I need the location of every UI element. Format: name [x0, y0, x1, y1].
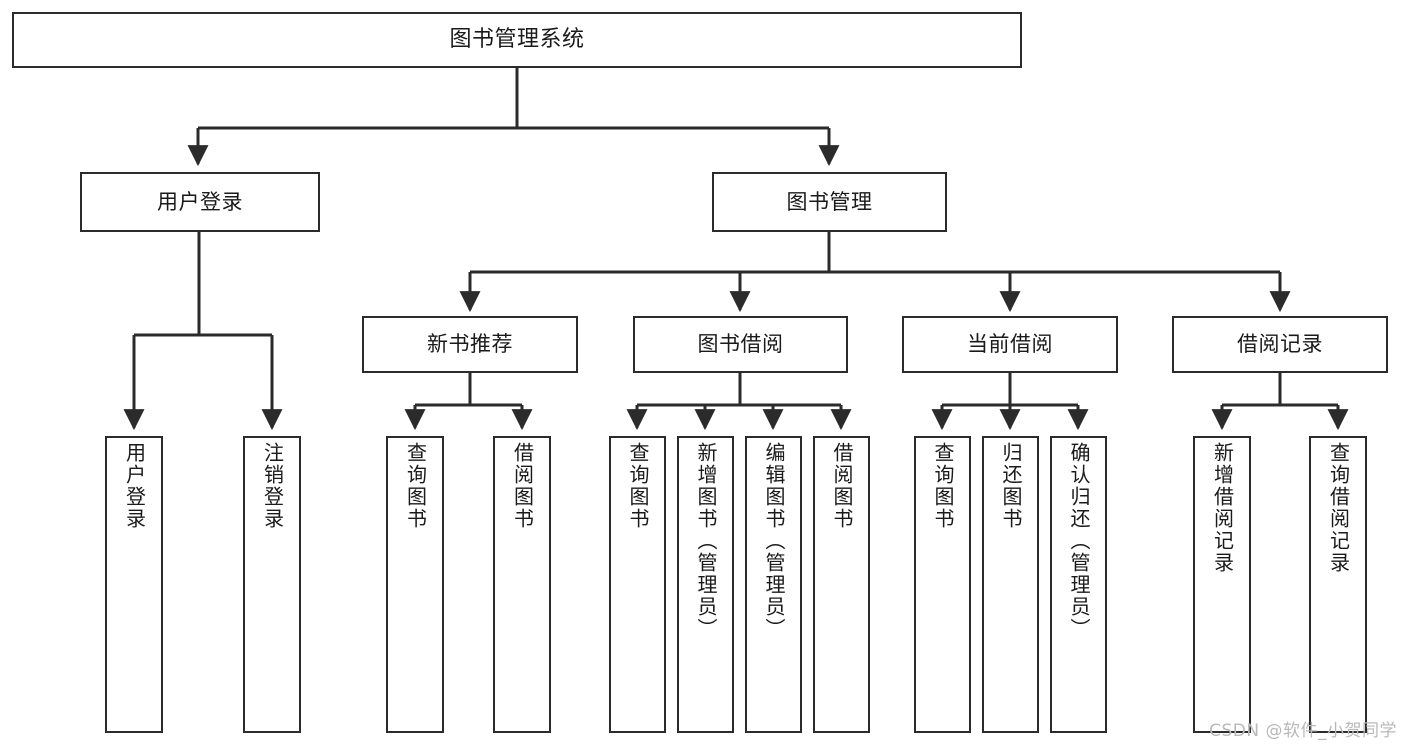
leaf-return-book[interactable]: 归还图书	[982, 436, 1039, 733]
node-label: 确认归还（管理员）	[1067, 442, 1091, 640]
node-label: 用户登录	[122, 442, 147, 530]
node-label: 图书管理	[786, 189, 873, 214]
node-label: 用户登录	[157, 189, 243, 214]
node-label: 查询借阅记录	[1326, 442, 1351, 574]
node-label: 新增图书（管理员）	[694, 442, 718, 640]
leaf-query-book-recommend[interactable]: 查询图书	[386, 436, 444, 733]
watermark: CSDN @软件_小贺同学	[1209, 721, 1397, 741]
node-label: 当前借阅	[967, 332, 1053, 357]
node-label: 注销登录	[260, 442, 285, 530]
node-label: 新增借阅记录	[1210, 442, 1235, 574]
leaf-add-book-admin[interactable]: 新增图书（管理员）	[677, 436, 734, 733]
node-new-book-recommend[interactable]: 新书推荐	[362, 316, 578, 373]
leaf-confirm-return-admin[interactable]: 确认归还（管理员）	[1050, 436, 1107, 733]
leaf-user-login[interactable]: 用户登录	[105, 436, 163, 733]
node-book-borrow[interactable]: 图书借阅	[633, 316, 848, 373]
leaf-borrow-book[interactable]: 借阅图书	[813, 436, 870, 733]
node-label: 归还图书	[999, 442, 1023, 530]
node-label: 查询图书	[403, 442, 428, 530]
leaf-query-book-borrow[interactable]: 查询图书	[609, 436, 666, 733]
leaf-edit-book-admin[interactable]: 编辑图书（管理员）	[745, 436, 802, 733]
node-label: 新书推荐	[427, 332, 513, 357]
leaf-logout[interactable]: 注销登录	[243, 436, 301, 733]
node-book-management[interactable]: 图书管理	[712, 172, 947, 232]
node-book-management-system[interactable]: 图书管理系统	[12, 12, 1022, 68]
node-label: 图书管理系统	[449, 27, 585, 53]
node-label: 查询图书	[931, 442, 955, 530]
node-label: 借阅记录	[1237, 332, 1323, 357]
node-label: 编辑图书（管理员）	[762, 442, 786, 640]
node-current-borrow[interactable]: 当前借阅	[902, 316, 1118, 373]
node-user-login[interactable]: 用户登录	[80, 172, 320, 232]
leaf-query-book-current[interactable]: 查询图书	[914, 436, 971, 733]
node-borrow-record[interactable]: 借阅记录	[1172, 316, 1388, 373]
node-label: 借阅图书	[510, 442, 535, 530]
leaf-add-borrow-record[interactable]: 新增借阅记录	[1193, 436, 1251, 733]
node-label: 图书借阅	[697, 332, 784, 357]
leaf-query-borrow-record[interactable]: 查询借阅记录	[1309, 436, 1367, 733]
leaf-borrow-book-recommend[interactable]: 借阅图书	[493, 436, 551, 733]
node-label: 借阅图书	[830, 442, 854, 530]
node-label: 查询图书	[626, 442, 650, 530]
